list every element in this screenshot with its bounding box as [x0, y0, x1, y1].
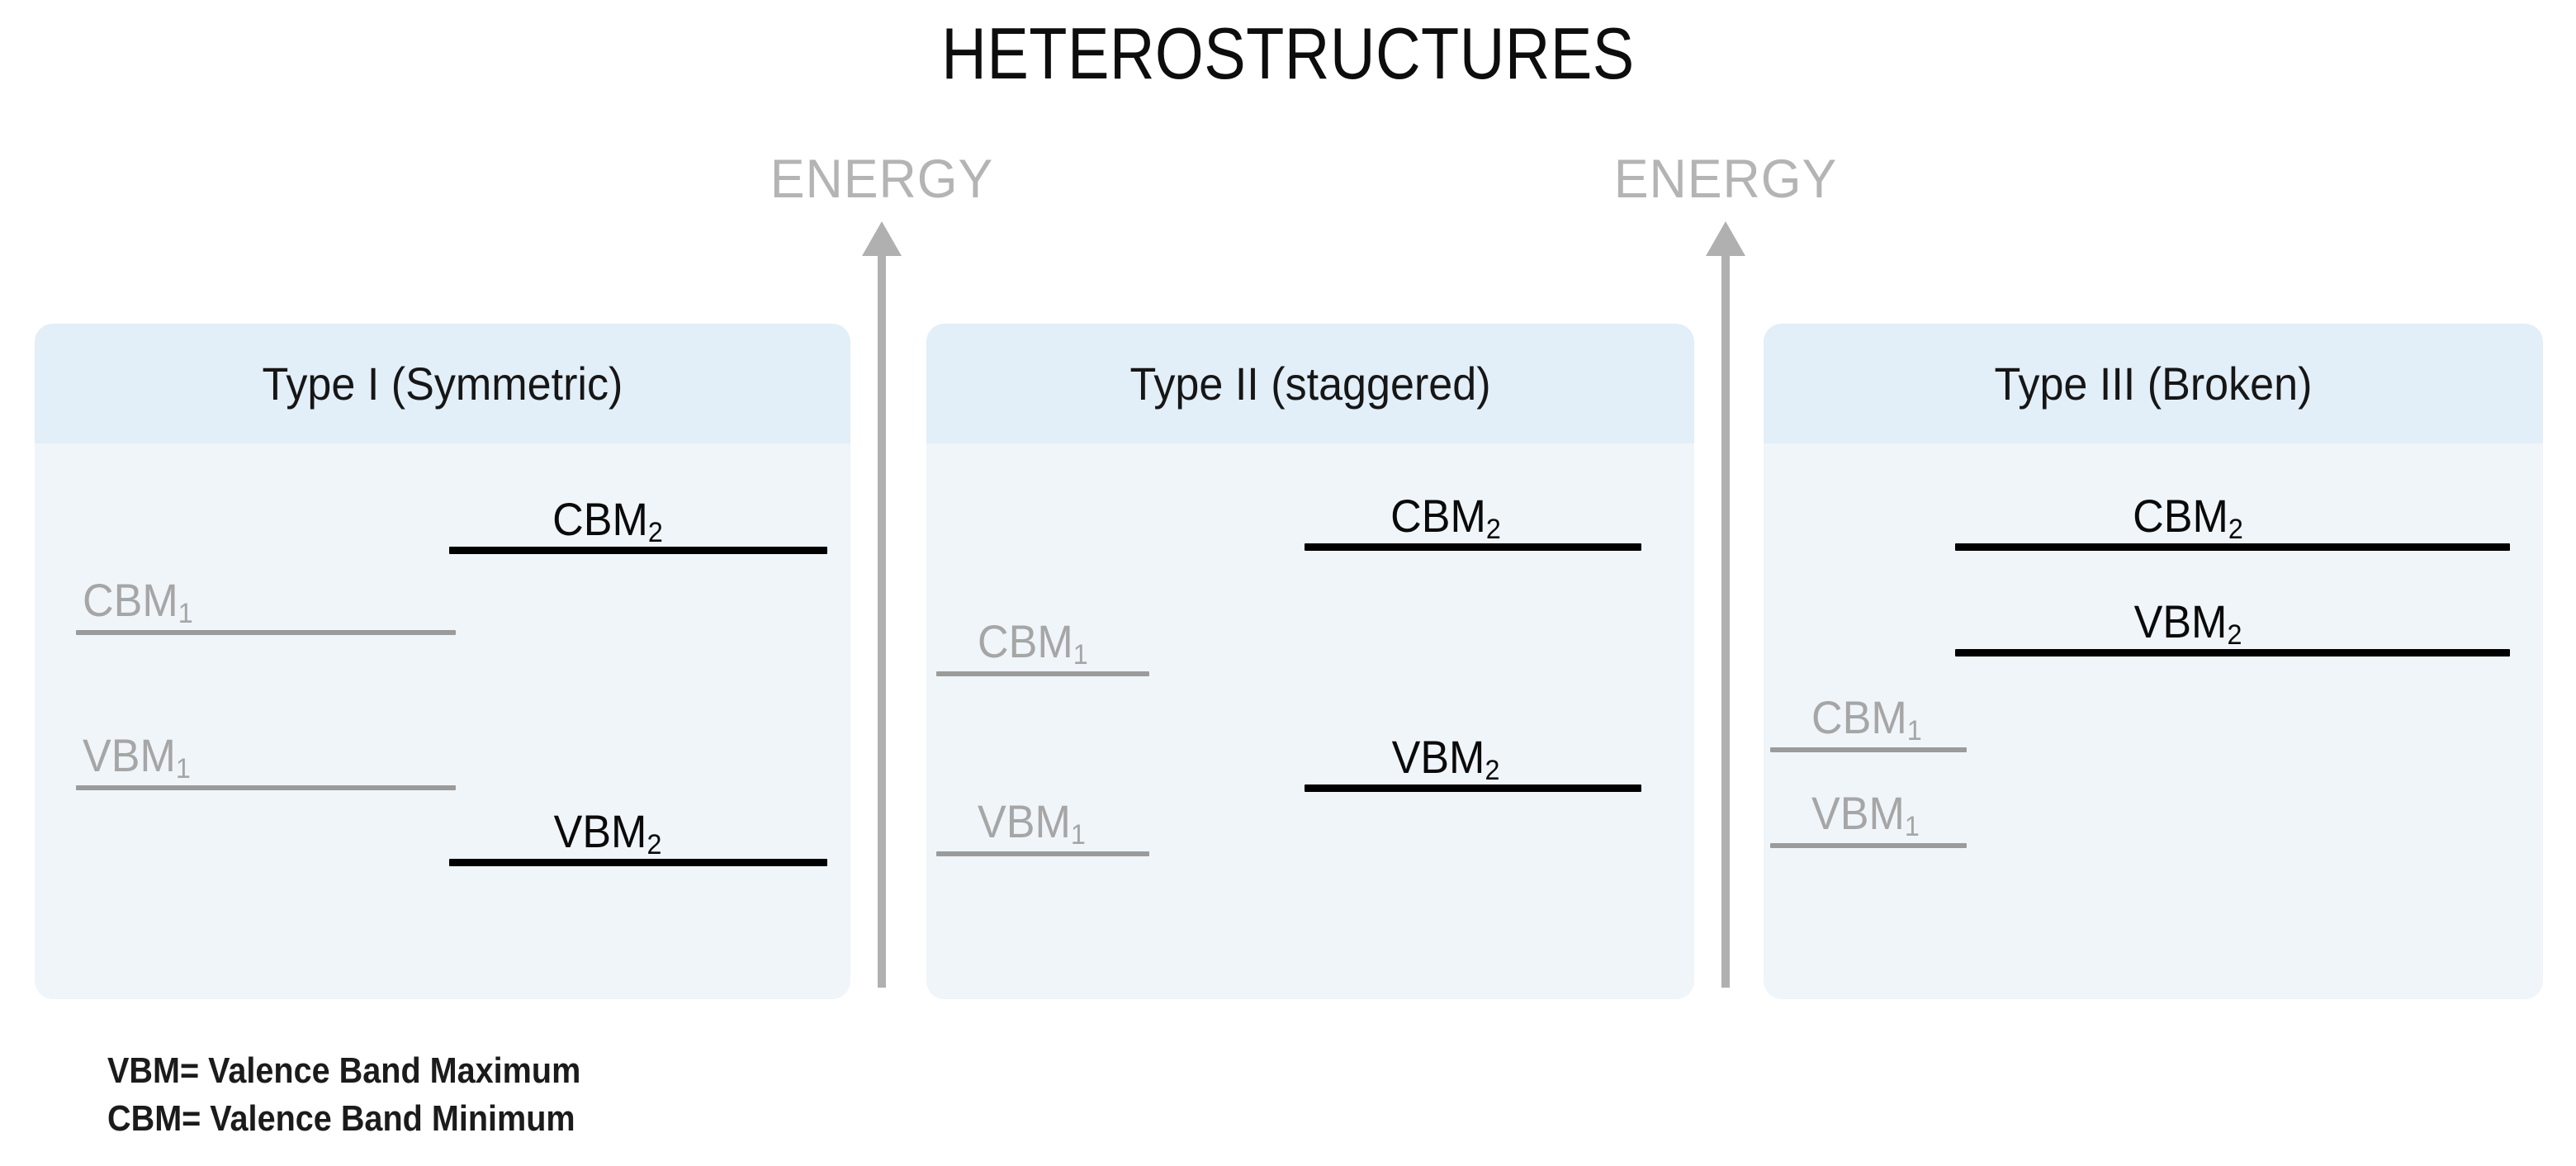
level-label-cbm2: CBM2	[1390, 490, 1502, 543]
level-label-cbm2: CBM2	[552, 493, 664, 547]
level-label-text: VBM	[1811, 787, 1905, 839]
panel-body-type-3: CBM2 VBM2 CBM1 VBM1	[1764, 443, 2543, 999]
panel-title: Type I (Symmetric)	[262, 358, 623, 410]
legend-item-cbm: CBM= Valence Band Minimum	[107, 1098, 575, 1140]
level-label-subscript: 2	[648, 516, 664, 548]
level-label-subscript: 1	[175, 752, 191, 784]
level-cbm1: CBM1	[1770, 676, 1967, 752]
level-label-subscript: 2	[2227, 619, 2242, 651]
level-label-subscript: 2	[1486, 513, 1502, 545]
panel-type-3: Type III (Broken) CBM2 VBM2 CBM1 VBM1	[1764, 324, 2543, 999]
level-label-text: VBM	[2133, 595, 2228, 647]
energy-axis-left: ENERGY	[766, 147, 997, 1006]
legend-item-vbm: VBM= Valence Band Maximum	[107, 1050, 581, 1091]
panel-header-type-2: Type II (staggered)	[926, 324, 1694, 443]
level-line-vbm1	[936, 851, 1149, 856]
level-cbm2: CBM2	[449, 476, 827, 554]
level-cbm1: CBM1	[936, 600, 1149, 676]
energy-axis-label: ENERGY	[1613, 148, 1838, 209]
level-line-vbm1	[1770, 843, 1967, 848]
level-label-subscript: 1	[1906, 714, 1922, 747]
level-label-text: VBM	[553, 805, 647, 857]
level-line-vbm2	[1955, 649, 2510, 656]
panel-title: Type II (staggered)	[1129, 358, 1491, 410]
level-cbm1: CBM1	[76, 559, 456, 635]
level-cbm2: CBM2	[1955, 473, 2510, 551]
up-arrow-icon	[1706, 221, 1745, 988]
level-line-cbm2	[1955, 543, 2510, 551]
level-label-subscript: 1	[1904, 810, 1920, 842]
level-line-vbm2	[1305, 784, 1641, 792]
legend: VBM= Valence Band Maximum CBM= Valence B…	[107, 1047, 633, 1143]
level-label-vbm1: VBM1	[1811, 787, 1920, 841]
level-label-subscript: 2	[2228, 513, 2244, 545]
level-label-text: CBM	[83, 574, 178, 626]
level-label-vbm2: VBM2	[1391, 731, 1500, 784]
level-label-vbm2: VBM2	[2134, 599, 2242, 649]
level-label-text: CBM	[1811, 691, 1907, 743]
level-label-text: CBM	[2133, 490, 2229, 542]
level-label-text: VBM	[83, 729, 176, 781]
level-vbm1: VBM1	[1770, 772, 1967, 848]
level-label-vbm2: VBM2	[553, 805, 662, 859]
level-vbm1: VBM1	[936, 780, 1149, 856]
energy-axis-right: ENERGY	[1610, 147, 1841, 1006]
level-label-cbm1: CBM1	[1811, 691, 1922, 745]
level-line-cbm1	[76, 630, 456, 635]
panel-type-2: Type II (staggered) CBM2 CBM1 VBM2 VBM1	[926, 324, 1694, 999]
level-line-cbm2	[449, 547, 827, 554]
panel-body-type-2: CBM2 CBM1 VBM2 VBM1	[926, 443, 1694, 999]
panel-body-type-1: CBM2 CBM1 VBM1 VBM2	[35, 443, 850, 999]
level-label-vbm1: VBM1	[83, 729, 191, 783]
level-line-vbm2	[449, 859, 827, 866]
level-label-vbm1: VBM1	[978, 799, 1086, 849]
level-line-cbm1	[936, 671, 1149, 676]
level-label-subscript: 1	[178, 597, 193, 629]
panel-header-type-1: Type I (Symmetric)	[35, 324, 850, 443]
level-label-cbm1: CBM1	[978, 619, 1088, 669]
level-label-text: VBM	[1391, 731, 1485, 783]
level-line-vbm1	[76, 785, 456, 790]
level-label-subscript: 2	[646, 828, 662, 860]
level-label-cbm1: CBM1	[83, 574, 193, 628]
level-vbm2: VBM2	[449, 789, 827, 866]
panel-type-1: Type I (Symmetric) CBM2 CBM1 VBM1 VBM2	[35, 324, 850, 999]
level-vbm2: VBM2	[1305, 714, 1641, 792]
level-label-cbm2: CBM2	[2133, 490, 2243, 543]
level-cbm2: CBM2	[1305, 473, 1641, 551]
level-label-text: CBM	[978, 615, 1073, 667]
up-arrow-icon	[862, 221, 902, 988]
level-line-cbm1	[1770, 747, 1967, 752]
level-vbm1: VBM1	[76, 714, 456, 790]
panel-title: Type III (Broken)	[1994, 358, 2313, 410]
level-line-cbm2	[1305, 543, 1641, 551]
page-title: HETEROSTRUCTURES	[941, 12, 1635, 94]
energy-axis-label: ENERGY	[769, 148, 994, 209]
level-label-text: VBM	[978, 795, 1071, 847]
level-vbm2: VBM2	[1955, 579, 2510, 656]
level-label-subscript: 1	[1070, 818, 1086, 851]
level-label-text: CBM	[1390, 490, 1487, 542]
level-label-subscript: 2	[1485, 754, 1500, 786]
level-label-text: CBM	[552, 493, 649, 545]
panel-header-type-3: Type III (Broken)	[1764, 324, 2543, 443]
level-label-subscript: 1	[1073, 638, 1088, 671]
